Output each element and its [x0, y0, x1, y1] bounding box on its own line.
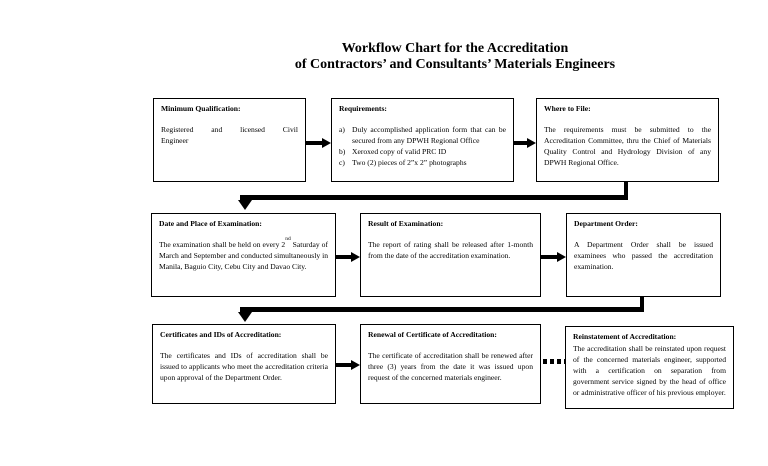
box-heading: Minimum Qualification: — [161, 104, 241, 113]
requirements-list: a) Duly accomplished application form th… — [339, 124, 506, 168]
box-department-order: Department Order: A Department Order sha… — [566, 213, 721, 297]
box-body-text: The examination shall be held on every 2 — [159, 240, 286, 249]
box-minimum-qualification: Minimum Qualification: Registered and li… — [153, 98, 306, 182]
list-item: a) Duly accomplished application form th… — [339, 124, 506, 146]
box-date-and-place-of-examination: Date and Place of Examination: The exami… — [151, 213, 336, 297]
arrow-down-icon — [238, 312, 252, 322]
arrow-shaft — [541, 255, 557, 259]
page-title: Workflow Chart for the Accreditation of … — [155, 41, 755, 73]
page-title-line2: of Contractors’ and Consultants’ Materia… — [294, 57, 616, 72]
box-body: The requirements must be submitted to th… — [544, 125, 711, 167]
box-certificates-and-ids: Certificates and IDs of Accreditation: T… — [152, 324, 336, 404]
box-requirements: Requirements: a) Duly accomplished appli… — [331, 98, 514, 182]
page-title-line1: Workflow Chart for the Accreditation — [341, 41, 569, 56]
box-body-text: Saturday of March and September and cond… — [159, 240, 329, 271]
list-item: c) Two (2) pieces of 2”x 2” photographs — [339, 157, 506, 168]
connector-vertical-line — [624, 182, 628, 200]
box-body: The examination shall be held on every 2… — [159, 236, 329, 272]
box-body: The certificates and IDs of accreditatio… — [160, 351, 328, 382]
list-item-label: b) — [339, 147, 346, 156]
connector-vertical-line — [640, 297, 644, 311]
box-reinstatement: Reinstatement of Accreditation: The accr… — [565, 326, 734, 409]
list-item-label: a) — [339, 125, 345, 134]
box-heading: Requirements: — [339, 104, 387, 113]
arrow-right-icon — [527, 138, 536, 148]
ordinal-superscript: nd — [285, 236, 291, 243]
box-body: The report of rating shall be released a… — [368, 240, 533, 260]
box-body-line: Registered and licensed Civil — [161, 125, 298, 134]
box-heading: Renewal of Certificate of Accreditation: — [368, 330, 497, 339]
box-heading: Certificates and IDs of Accreditation: — [160, 330, 282, 339]
list-item-text: Xeroxed copy of valid PRC ID — [352, 147, 447, 156]
box-body: The accreditation shall be reinstated up… — [573, 344, 726, 397]
box-where-to-file: Where to File: The requirements must be … — [536, 98, 719, 182]
dotted-connector-renewal-to-reinstatement — [543, 359, 566, 364]
arrow-shaft — [336, 363, 351, 367]
list-item-text: Two (2) pieces of 2”x 2” photographs — [352, 158, 467, 167]
box-result-of-examination: Result of Examination: The report of rat… — [360, 213, 541, 297]
box-body: The certificate of accreditation shall b… — [368, 351, 533, 382]
arrow-shaft — [306, 141, 322, 145]
arrow-right-icon — [322, 138, 331, 148]
box-heading: Where to File: — [544, 104, 591, 113]
connector-horizontal-line — [240, 195, 628, 200]
arrow-right-icon — [351, 360, 360, 370]
box-body-line: Engineer — [161, 136, 189, 145]
arrow-shaft — [514, 141, 527, 145]
box-body: A Department Order shall be issued exami… — [574, 240, 713, 271]
list-item: b) Xeroxed copy of valid PRC ID — [339, 146, 506, 157]
arrow-shaft — [336, 255, 351, 259]
box-renewal-of-certificate: Renewal of Certificate of Accreditation:… — [360, 324, 541, 404]
box-heading: Date and Place of Examination: — [159, 219, 262, 228]
arrow-right-icon — [557, 252, 566, 262]
list-item-text: Duly accomplished application form that … — [352, 125, 506, 145]
connector-horizontal-line — [240, 307, 644, 312]
arrow-down-icon — [238, 200, 252, 210]
box-heading: Reinstatement of Accreditation: — [573, 332, 677, 341]
arrow-right-icon — [351, 252, 360, 262]
box-heading: Department Order: — [574, 219, 638, 228]
list-item-label: c) — [339, 158, 345, 167]
box-heading: Result of Examination: — [368, 219, 444, 228]
box-body: Registered and licensed Civil Engineer — [161, 124, 298, 146]
